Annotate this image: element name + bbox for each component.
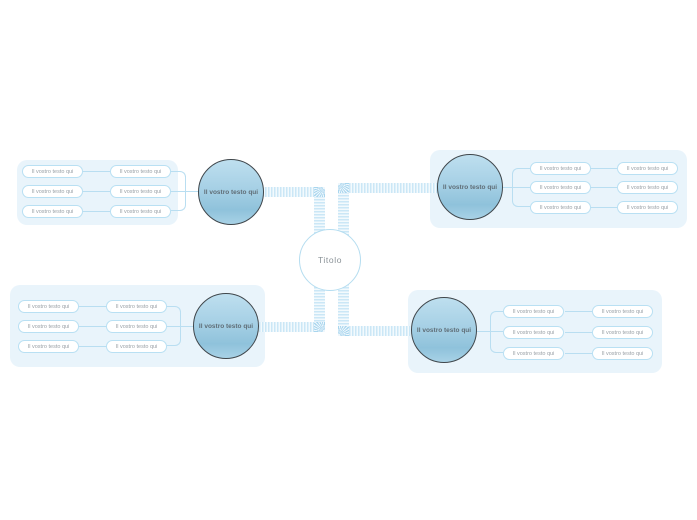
connector-line <box>490 311 503 332</box>
connector-line <box>171 191 200 192</box>
subtopic-box[interactable]: Il vostro testo qui <box>530 181 591 194</box>
subtopic-box[interactable]: Il vostro testo qui <box>592 326 653 339</box>
subtopic-box[interactable]: Il vostro testo qui <box>617 181 678 194</box>
topic-node-top-left[interactable]: Il vostro testo qui <box>198 159 264 225</box>
subtopic-box[interactable]: Il vostro testo qui <box>22 205 83 218</box>
connector-line <box>171 171 186 191</box>
ribbon-corner-fold-icon <box>314 187 325 197</box>
connector-line <box>475 331 503 332</box>
subtopic-box[interactable]: Il vostro testo qui <box>106 340 167 353</box>
subtopic-box[interactable]: Il vostro testo qui <box>110 185 171 198</box>
subtopic-box[interactable]: Il vostro testo qui <box>592 347 653 360</box>
connector-line <box>591 168 617 169</box>
connector-line <box>83 191 110 192</box>
subtopic-box[interactable]: Il vostro testo qui <box>22 185 83 198</box>
central-topic-node[interactable]: Titolo <box>299 229 361 291</box>
ribbon-corner-fold-icon <box>314 322 325 332</box>
connector-line <box>79 346 106 347</box>
connector-line <box>167 326 181 346</box>
ribbon-corner-fold-icon <box>338 326 349 336</box>
topic-node-top-right[interactable]: Il vostro testo qui <box>437 154 503 220</box>
subtopic-box[interactable]: Il vostro testo qui <box>617 201 678 214</box>
connector-line <box>512 168 530 188</box>
subtopic-box[interactable]: Il vostro testo qui <box>106 320 167 333</box>
topic-node-bottom-left[interactable]: Il vostro testo qui <box>193 293 259 359</box>
subtopic-box[interactable]: Il vostro testo qui <box>503 305 564 318</box>
ribbon-connector-bottom-left-vertical <box>314 260 325 332</box>
ribbon-connector-top-right-vertical <box>338 183 349 260</box>
subtopic-box[interactable]: Il vostro testo qui <box>530 162 591 175</box>
connector-line <box>83 211 110 212</box>
subtopic-box[interactable]: Il vostro testo qui <box>110 165 171 178</box>
ribbon-connector-bottom-right-vertical <box>338 260 349 336</box>
subtopic-box[interactable]: Il vostro testo qui <box>106 300 167 313</box>
subtopic-box[interactable]: Il vostro testo qui <box>18 300 79 313</box>
connector-line <box>79 306 106 307</box>
subtopic-box[interactable]: Il vostro testo qui <box>22 165 83 178</box>
ribbon-corner-fold-icon <box>338 183 349 193</box>
subtopic-box[interactable]: Il vostro testo qui <box>617 162 678 175</box>
connector-line <box>591 207 617 208</box>
ribbon-connector-top-right-horizontal <box>349 183 445 193</box>
topic-node-bottom-right[interactable]: Il vostro testo qui <box>411 297 477 363</box>
subtopic-box[interactable]: Il vostro testo qui <box>503 326 564 339</box>
ribbon-connector-bottom-left-horizontal <box>250 322 325 332</box>
subtopic-box[interactable]: Il vostro testo qui <box>18 320 79 333</box>
subtopic-box[interactable]: Il vostro testo qui <box>110 205 171 218</box>
connector-line <box>565 311 592 312</box>
connector-line <box>79 326 106 327</box>
connector-line <box>171 191 186 211</box>
ribbon-connector-bottom-right-horizontal <box>349 326 420 336</box>
ribbon-connector-top-left-horizontal <box>250 187 325 197</box>
connector-line <box>591 187 617 188</box>
subtopic-box[interactable]: Il vostro testo qui <box>503 347 564 360</box>
connector-line <box>490 332 503 353</box>
connector-line <box>167 306 181 326</box>
connector-line <box>565 332 592 333</box>
subtopic-box[interactable]: Il vostro testo qui <box>18 340 79 353</box>
connector-line <box>565 353 592 354</box>
subtopic-box[interactable]: Il vostro testo qui <box>530 201 591 214</box>
connector-line <box>167 326 197 327</box>
ribbon-connector-top-left-vertical <box>314 187 325 260</box>
subtopic-box[interactable]: Il vostro testo qui <box>592 305 653 318</box>
connector-line <box>512 187 530 207</box>
connector-line <box>83 171 110 172</box>
